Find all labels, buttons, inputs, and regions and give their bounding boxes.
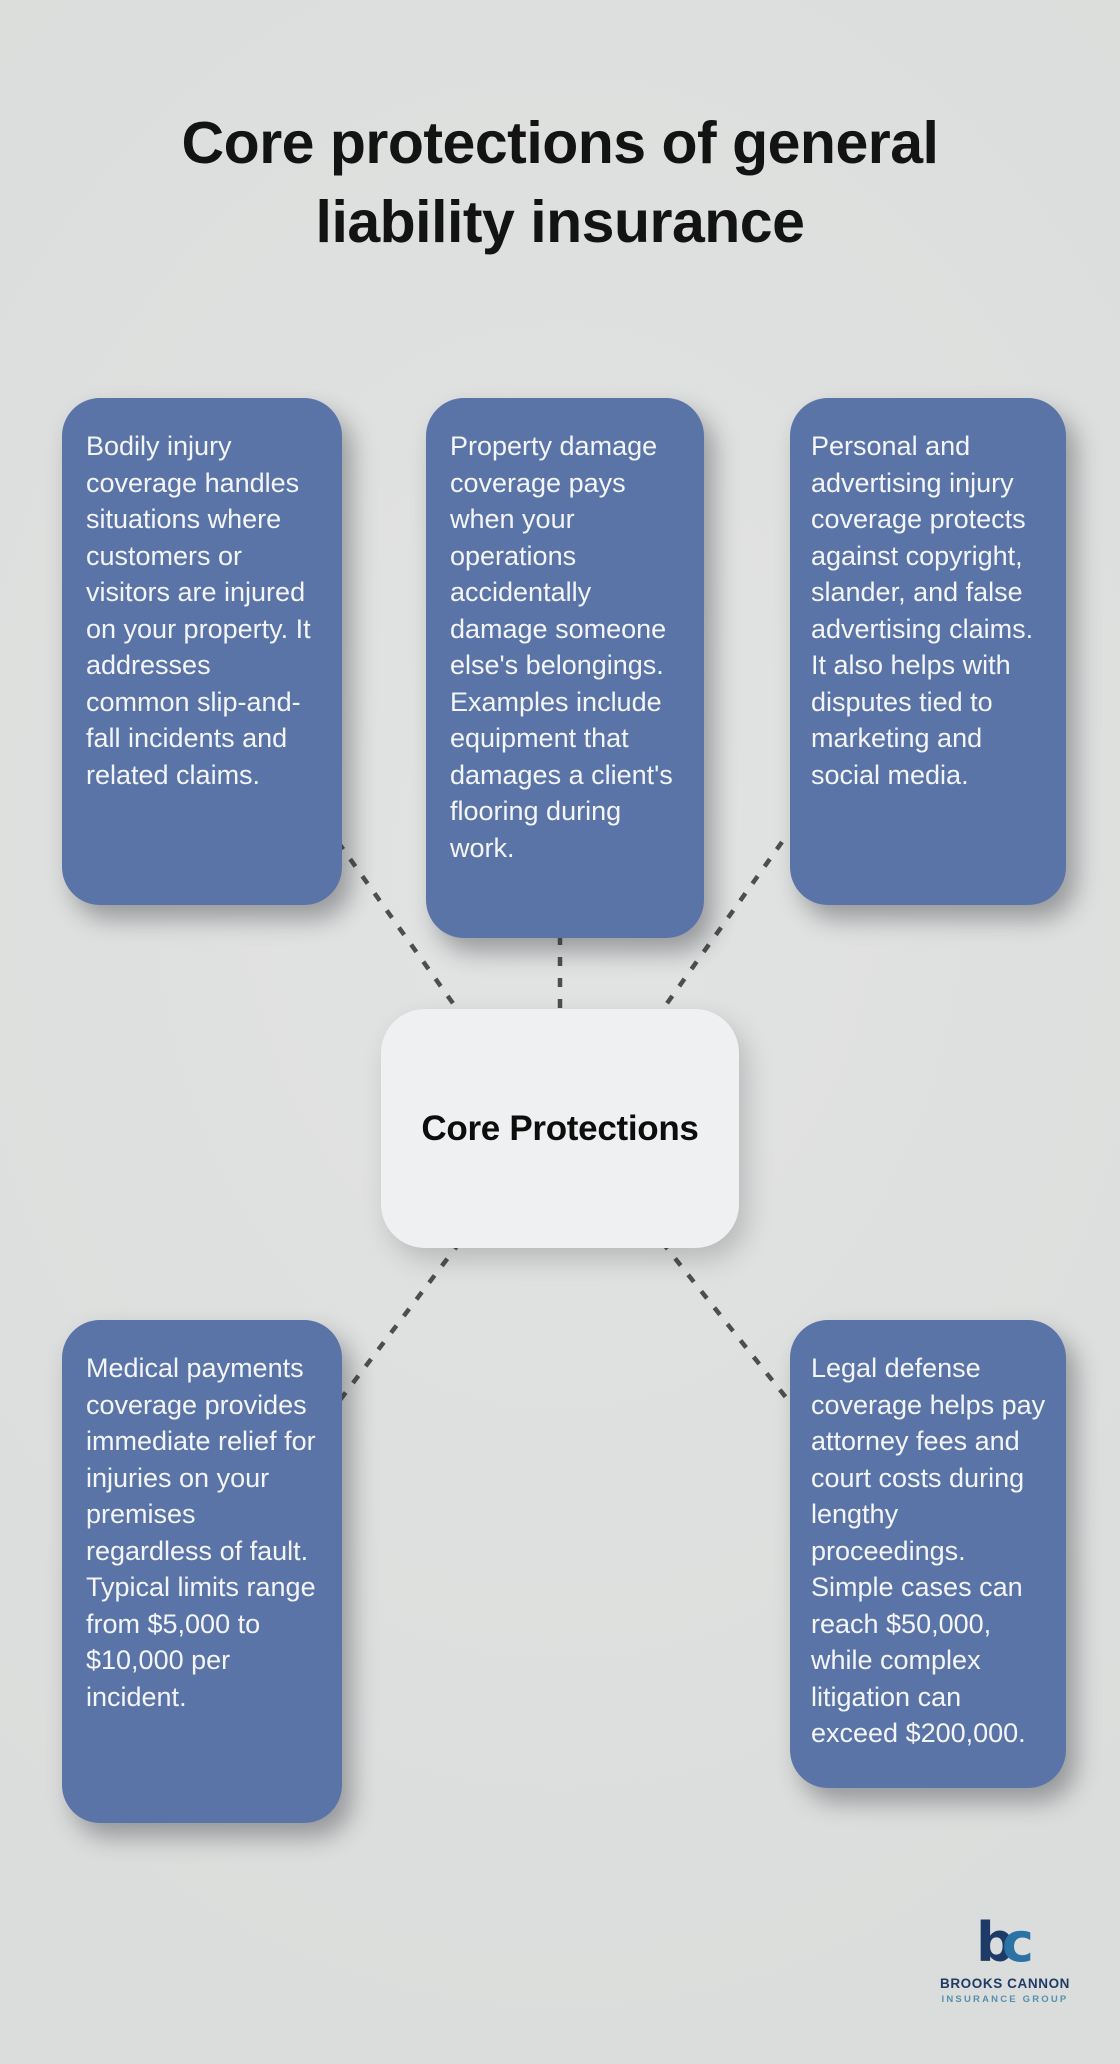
node-personal-advertising-injury-text: Personal and advertising injury coverage… bbox=[811, 431, 1034, 790]
brand-tagline: INSURANCE GROUP bbox=[941, 1994, 1069, 2005]
connector-bodily-injury bbox=[336, 840, 464, 1018]
node-legal-defense: Legal defense coverage helps pay attorne… bbox=[790, 1320, 1066, 1788]
node-property-damage: Property damage coverage pays when your … bbox=[426, 398, 704, 938]
node-medical-payments-text: Medical payments coverage provides immed… bbox=[86, 1353, 316, 1712]
node-personal-advertising-injury: Personal and advertising injury coverage… bbox=[790, 398, 1066, 905]
brand-monogram-b: b bbox=[976, 1911, 1015, 1974]
brand-monogram-icon: bc bbox=[935, 1916, 1075, 1972]
page-title-line1: Core protections of general bbox=[181, 110, 939, 176]
center-node-label: Core Protections bbox=[421, 1108, 699, 1148]
connector-legal-defense bbox=[660, 1240, 790, 1402]
brand-name: BROOKS CANNON bbox=[939, 1976, 1071, 1991]
connector-personal-advertising bbox=[656, 840, 784, 1018]
page-title-line2: liability insurance bbox=[315, 189, 805, 255]
node-legal-defense-text: Legal defense coverage helps pay attorne… bbox=[811, 1353, 1046, 1748]
page-title: Core protections of general liability in… bbox=[0, 104, 1120, 262]
node-bodily-injury-text: Bodily injury coverage handles situation… bbox=[86, 431, 311, 790]
connector-medical-payments bbox=[338, 1240, 462, 1402]
node-medical-payments: Medical payments coverage provides immed… bbox=[62, 1320, 342, 1823]
node-property-damage-text: Property damage coverage pays when your … bbox=[450, 431, 673, 863]
brand-logo: bc BROOKS CANNON INSURANCE GROUP bbox=[935, 1916, 1075, 2006]
node-bodily-injury: Bodily injury coverage handles situation… bbox=[62, 398, 342, 905]
brand-monogram-c: c bbox=[1001, 1911, 1034, 1974]
center-node: Core Protections bbox=[381, 1009, 739, 1248]
